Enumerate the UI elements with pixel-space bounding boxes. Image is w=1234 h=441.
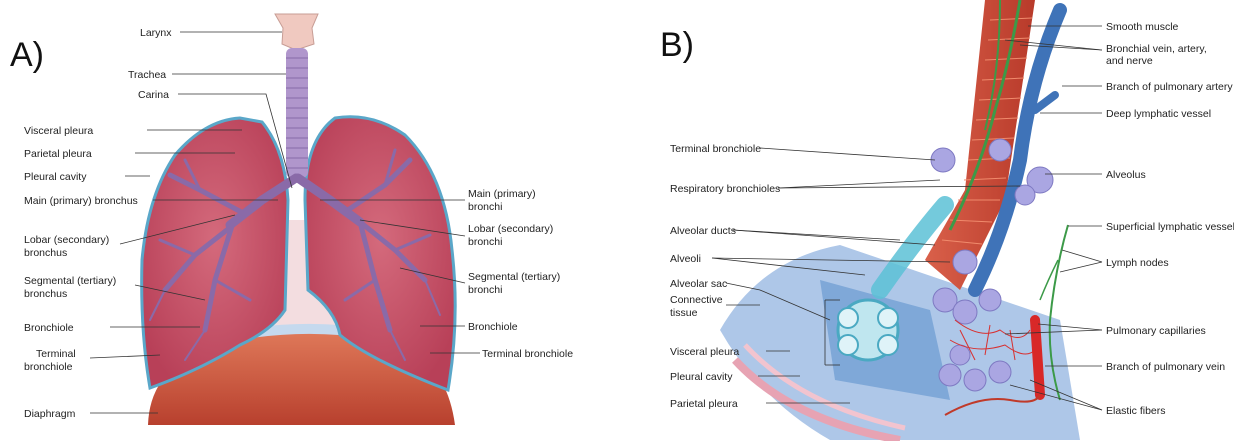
label-parietal-pleura: Parietal pleura bbox=[24, 148, 92, 160]
label-terminal-bronchiole-1: Terminal bbox=[36, 348, 76, 360]
label-main-bronchi-1: Main (primary) bbox=[468, 188, 536, 200]
label-terminal-bronchiole-right: Terminal bronchiole bbox=[482, 348, 573, 360]
label-main-bronchi-2: bronchi bbox=[468, 201, 502, 213]
label-smooth-muscle: Smooth muscle bbox=[1106, 21, 1179, 33]
label-terminal-bronchiole: Terminal bronchiole bbox=[670, 143, 761, 155]
label-connective-2: tissue bbox=[670, 307, 698, 319]
label-visceral-pleura: Visceral pleura bbox=[24, 125, 93, 137]
label-pleural-cavity: Pleural cavity bbox=[24, 171, 87, 183]
label-diaphragm: Diaphragm bbox=[24, 408, 76, 420]
label-segmental-bronchus-2: bronchus bbox=[24, 288, 67, 300]
label-lobar-bronchi-2: bronchi bbox=[468, 236, 502, 248]
label-pleural-cavity-b: Pleural cavity bbox=[670, 371, 733, 383]
label-visceral-pleura-b: Visceral pleura bbox=[670, 346, 739, 358]
panel-a: A) bbox=[10, 14, 573, 425]
label-alveoli: Alveoli bbox=[670, 253, 701, 265]
label-elastic-fibers: Elastic fibers bbox=[1106, 405, 1166, 417]
label-alveolar-ducts: Alveolar ducts bbox=[670, 225, 736, 237]
label-lobar-bronchi-1: Lobar (secondary) bbox=[468, 223, 553, 235]
label-branch-pulmonary-artery: Branch of pulmonary artery bbox=[1106, 81, 1233, 93]
label-alveolar-sac: Alveolar sac bbox=[670, 278, 727, 290]
label-lobar-bronchus-1: Lobar (secondary) bbox=[24, 234, 109, 246]
label-bronchiole-left: Bronchiole bbox=[24, 322, 74, 334]
label-segmental-bronchi-2: bronchi bbox=[468, 284, 502, 296]
label-respiratory-bronchioles: Respiratory bronchioles bbox=[670, 183, 780, 195]
label-parietal-pleura-b: Parietal pleura bbox=[670, 398, 738, 410]
alveoli-illustration bbox=[720, 0, 1080, 440]
alveolar-sac bbox=[838, 300, 898, 360]
label-main-bronchus: Main (primary) bronchus bbox=[24, 195, 138, 207]
panel-a-letter: A) bbox=[10, 36, 44, 74]
label-segmental-bronchus-1: Segmental (tertiary) bbox=[24, 275, 116, 287]
label-bronchial-1: Bronchial vein, artery, bbox=[1106, 43, 1207, 55]
label-lymph-nodes: Lymph nodes bbox=[1106, 257, 1169, 269]
label-branch-pulmonary-vein: Branch of pulmonary vein bbox=[1106, 361, 1225, 373]
label-larynx: Larynx bbox=[140, 27, 172, 39]
label-alveolus: Alveolus bbox=[1106, 169, 1146, 181]
label-trachea: Trachea bbox=[128, 69, 166, 81]
label-deep-lymphatic: Deep lymphatic vessel bbox=[1106, 108, 1211, 120]
label-segmental-bronchi-1: Segmental (tertiary) bbox=[468, 271, 560, 283]
label-pulmonary-capillaries: Pulmonary capillaries bbox=[1106, 325, 1206, 337]
panel-b-letter: B) bbox=[660, 26, 694, 64]
lungs-illustration bbox=[142, 14, 456, 425]
label-superficial-lymphatic: Superficial lymphatic vessel bbox=[1106, 221, 1234, 233]
label-terminal-bronchiole-2: bronchiole bbox=[24, 361, 73, 373]
label-bronchial-2: and nerve bbox=[1106, 55, 1153, 67]
label-carina: Carina bbox=[138, 89, 169, 101]
label-lobar-bronchus-2: bronchus bbox=[24, 247, 67, 259]
panel-b: B) bbox=[660, 0, 1234, 440]
label-connective-1: Connective bbox=[670, 294, 723, 306]
label-bronchiole-right: Bronchiole bbox=[468, 321, 518, 333]
